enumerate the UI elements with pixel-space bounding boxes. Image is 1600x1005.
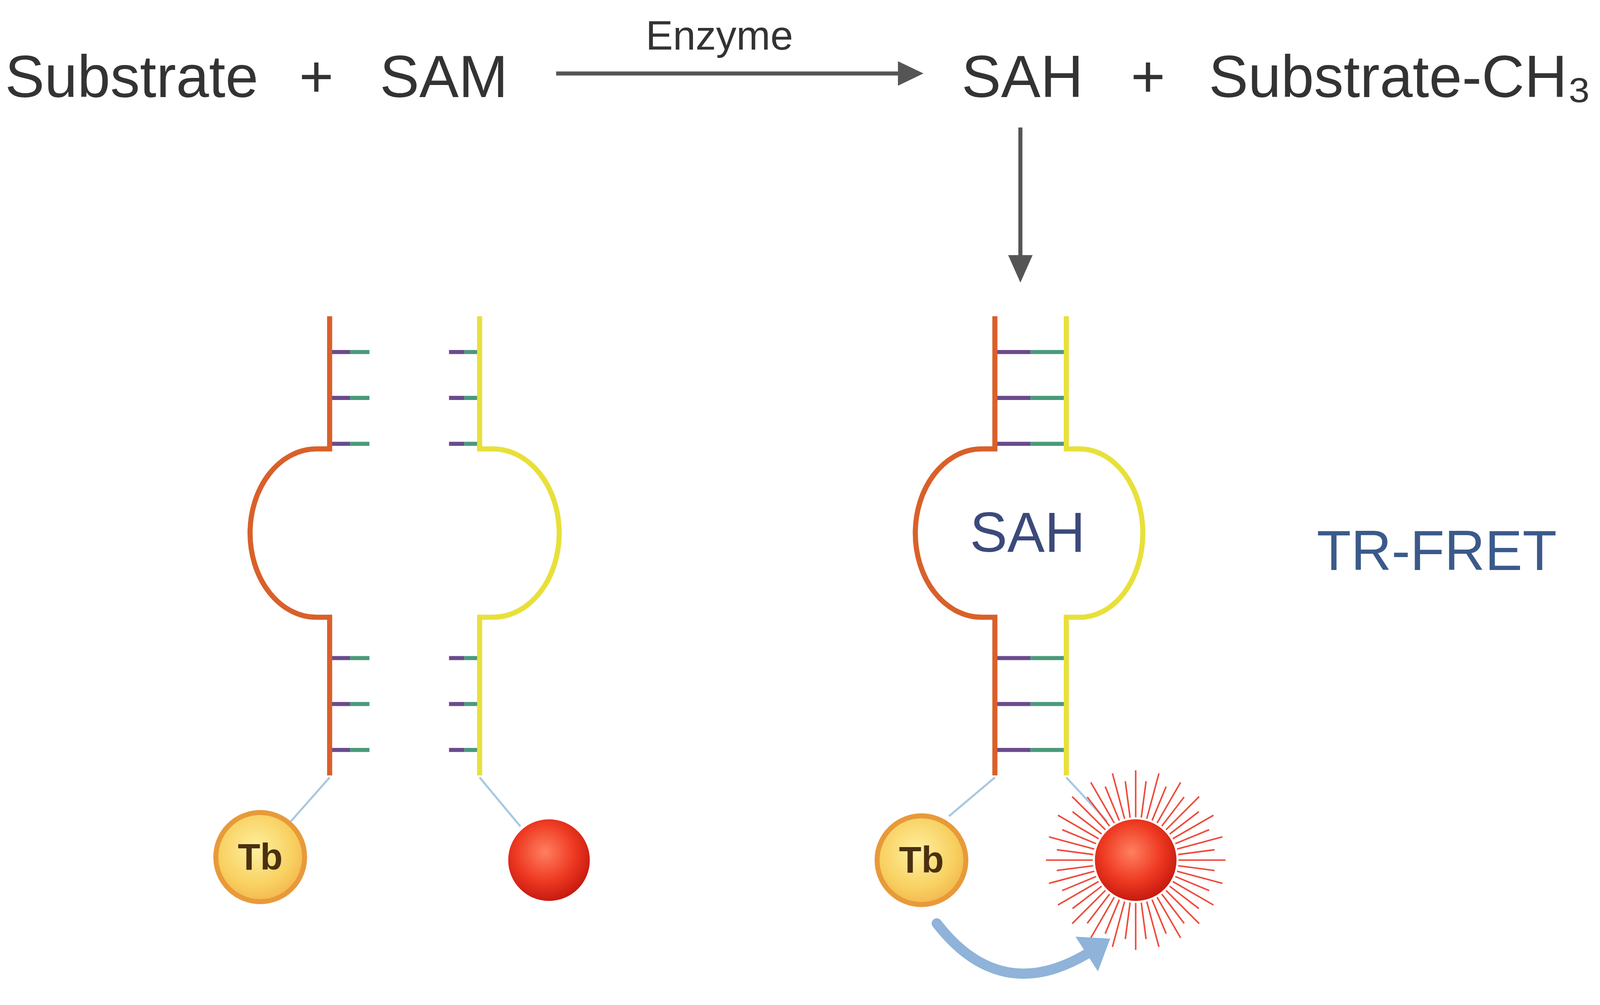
base-pair <box>1030 656 1067 661</box>
equation-term: Substrate <box>5 47 259 107</box>
glow-ray <box>1056 849 1093 855</box>
element-symbol: Tb <box>899 841 945 879</box>
base-pair <box>1030 702 1067 707</box>
glow-ray <box>1135 902 1137 950</box>
glow-ray <box>1112 901 1125 948</box>
down-arrow <box>1018 127 1023 260</box>
equation-term: SAH <box>961 47 1084 107</box>
glow-ray <box>1090 782 1115 824</box>
linker <box>949 777 995 817</box>
base-tick <box>329 395 350 400</box>
enzyme-label: Enzyme <box>645 15 794 57</box>
terbium-donor: Tb <box>874 813 969 908</box>
base-tick <box>329 702 350 707</box>
arrow-head <box>1008 255 1033 283</box>
base-tick <box>350 395 370 400</box>
base-tick <box>350 702 370 707</box>
linker <box>290 777 330 822</box>
equation-term: SAM <box>379 47 508 107</box>
equation-term: + <box>299 47 334 107</box>
glow-ray <box>1169 811 1199 835</box>
equation-term: + <box>1130 47 1166 107</box>
base-tick <box>449 656 465 661</box>
glow-ray <box>1161 894 1185 924</box>
glow-ray <box>1141 781 1147 818</box>
glow-ray <box>1178 865 1215 871</box>
base-pair <box>995 702 1031 707</box>
aptamer-strand <box>250 316 330 776</box>
glow-ray <box>1146 773 1159 819</box>
glow-ray <box>1072 811 1102 835</box>
element-symbol: Tb <box>237 838 283 876</box>
glow-ray <box>1112 773 1125 819</box>
ligand-label: SAH <box>970 504 1086 561</box>
acceptor-dye-emitting <box>1095 819 1177 901</box>
glow-ray <box>1056 865 1093 871</box>
base-pair <box>995 441 1031 446</box>
glow-ray <box>1175 876 1210 891</box>
terbium-donor: Tb <box>213 810 308 904</box>
base-tick <box>449 702 465 707</box>
base-pair <box>995 395 1031 400</box>
arrow-head <box>1075 936 1110 972</box>
base-tick <box>350 350 370 355</box>
aptamer-strand <box>479 316 560 776</box>
glow-ray <box>1087 894 1110 924</box>
base-tick <box>449 441 465 446</box>
equation-term: Substrate-CH₃ <box>1208 47 1592 107</box>
base-tick <box>329 656 350 661</box>
glow-ray <box>1045 859 1093 861</box>
base-pair <box>1030 395 1067 400</box>
glow-ray <box>1161 797 1185 827</box>
base-tick <box>350 441 370 446</box>
glow-ray <box>1125 902 1131 939</box>
glow-ray <box>1152 786 1167 821</box>
base-tick <box>449 747 465 753</box>
glow-ray <box>1087 797 1110 827</box>
glow-ray <box>1062 829 1096 844</box>
glow-ray <box>1105 899 1120 934</box>
base-tick <box>449 350 465 355</box>
base-tick <box>329 747 350 753</box>
base-pair <box>1030 350 1067 355</box>
glow-ray <box>1178 859 1226 861</box>
glow-ray <box>1157 897 1181 938</box>
base-pair <box>1030 747 1067 753</box>
base-tick <box>350 747 370 753</box>
aptamer-pocket: SAH <box>925 456 1130 610</box>
glow-ray <box>1141 902 1147 939</box>
base-pair <box>995 747 1031 753</box>
glow-ray <box>1072 886 1102 909</box>
base-pair <box>995 350 1031 355</box>
base-pair <box>995 656 1031 661</box>
glow-ray <box>1177 837 1223 850</box>
base-tick <box>329 441 350 446</box>
glow-ray <box>1172 815 1214 839</box>
base-tick <box>329 350 350 355</box>
glow-ray <box>1048 871 1095 884</box>
linker <box>479 777 521 827</box>
assay-label: TR-FRET <box>1316 522 1557 580</box>
fret-arrow <box>936 923 1087 974</box>
base-pair <box>1030 441 1067 446</box>
base-tick <box>449 395 465 400</box>
glow-ray <box>1178 849 1215 855</box>
glow-ray <box>1177 871 1223 884</box>
glow-ray <box>1169 886 1199 909</box>
acceptor-dye <box>508 819 590 901</box>
glow-ray <box>1146 901 1159 948</box>
glow-ray <box>1057 881 1099 905</box>
glow-ray <box>1125 781 1131 818</box>
reaction-arrow <box>556 71 904 76</box>
glow-ray <box>1135 770 1137 818</box>
arrow-head <box>897 61 924 86</box>
base-tick <box>350 656 370 661</box>
glow-ray <box>1048 837 1095 850</box>
